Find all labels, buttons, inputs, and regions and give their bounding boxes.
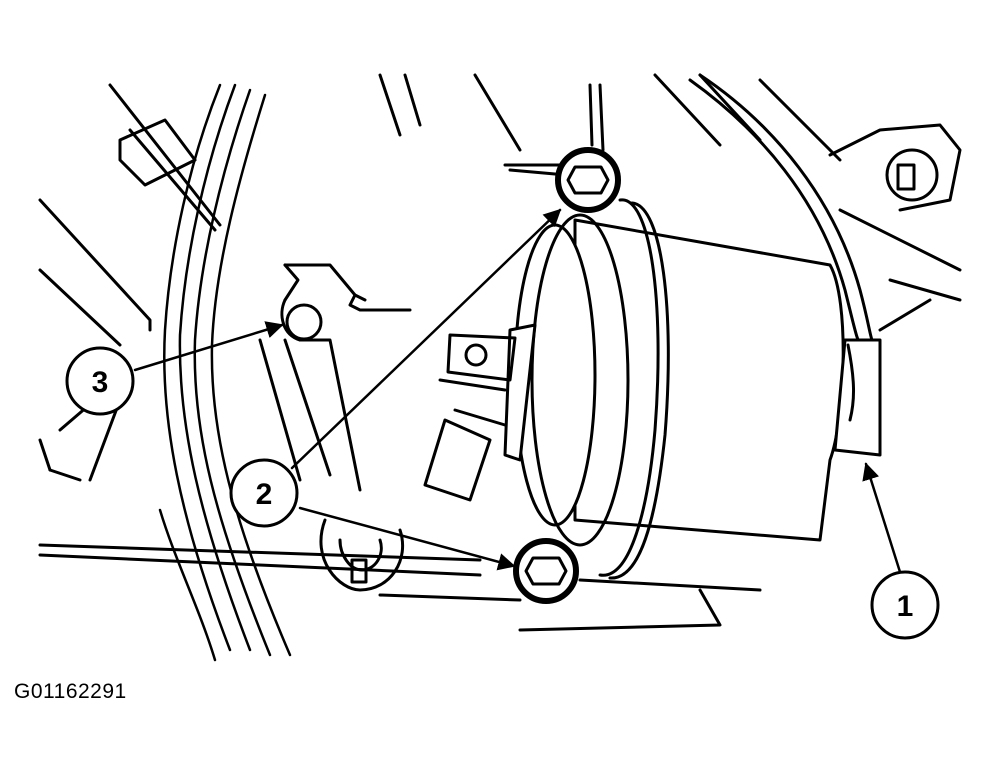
callout-1-label: 1 — [897, 590, 914, 623]
electrical-connector — [688, 73, 882, 457]
leader-arrow-1 — [862, 462, 902, 574]
leader-arrow-3 — [133, 321, 284, 372]
blower-motor — [423, 198, 845, 580]
callout-1: 1 — [870, 570, 940, 640]
mounting-screw-lower — [513, 538, 579, 604]
bracket-hole-icon — [285, 303, 323, 341]
mounting-bracket — [258, 263, 412, 492]
lower-fitting — [319, 518, 405, 592]
mounting-screw-upper — [555, 147, 621, 213]
leader-arrow-2-lower — [298, 506, 516, 571]
housing-outline — [38, 73, 962, 632]
figure-id: G01162291 — [14, 680, 127, 703]
callout-2: 2 — [229, 458, 299, 528]
leader-lines — [133, 208, 902, 574]
callout-2-label: 2 — [256, 478, 273, 511]
callout-3: 3 — [65, 346, 135, 416]
callout-3-label: 3 — [92, 366, 109, 399]
leader-arrow-2-upper — [290, 208, 562, 470]
